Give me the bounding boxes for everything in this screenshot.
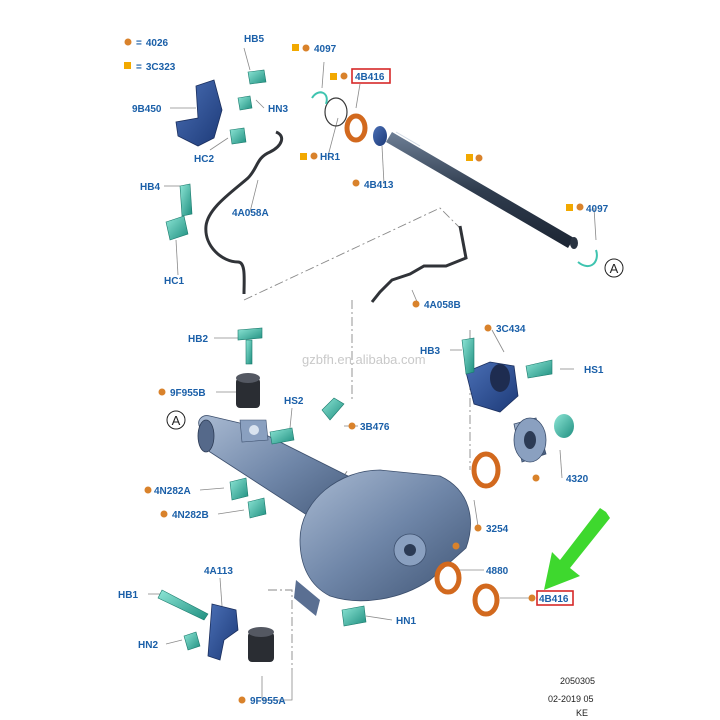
axle-housing <box>197 415 471 616</box>
label-4097-top: 4097 <box>314 44 337 55</box>
highlight-box-bottom <box>536 590 574 606</box>
label-9b450: 9B450 <box>132 104 162 115</box>
retaining-rings <box>311 91 598 268</box>
label-4n282b: 4N282B <box>172 510 209 521</box>
label-hb4: HB4 <box>140 182 160 193</box>
footer-code: 2050305 <box>560 676 595 686</box>
label-4a058a: 4A058A <box>232 208 269 219</box>
flange-4320 <box>513 414 574 463</box>
label-3b476: 3B476 <box>360 422 390 433</box>
label-hs1: HS1 <box>584 365 604 376</box>
bearing-4b413 <box>373 126 387 146</box>
part-markers <box>144 44 584 704</box>
label-hr1: HR1 <box>320 152 340 163</box>
label-hs2: HS2 <box>284 396 304 407</box>
label-hn2: HN2 <box>138 640 158 651</box>
label-hb2: HB2 <box>188 334 208 345</box>
half-shaft <box>386 131 578 249</box>
seals <box>344 113 501 617</box>
fasteners <box>157 69 553 651</box>
label-4b413: 4B413 <box>364 180 394 191</box>
label-4b416-top: 4B416 <box>355 72 385 83</box>
label-9f955a: 9F955A <box>250 696 286 707</box>
label-4a058b: 4A058B <box>424 300 461 311</box>
label-4b416-bottom: 4B416 <box>539 594 569 605</box>
vent-hose-a <box>204 130 284 295</box>
bushing-9f955b <box>236 373 260 408</box>
footer-suffix: KE <box>576 708 588 718</box>
label-4320: 4320 <box>566 474 589 485</box>
bracket-9b450 <box>175 79 223 147</box>
legend-square-icon <box>124 62 131 69</box>
svg-text:A: A <box>172 413 181 428</box>
legend-circle-icon <box>124 38 132 46</box>
label-4880: 4880 <box>486 566 509 577</box>
label-hn1: HN1 <box>396 616 416 627</box>
label-hb1: HB1 <box>118 590 138 601</box>
svg-text:A: A <box>610 261 619 276</box>
watermark: gzbfh.en.alibaba.com <box>302 352 426 367</box>
vent-hose-b <box>370 225 468 303</box>
footer: 2050305 02-2019 05 KE <box>548 676 595 718</box>
mount-3c434 <box>465 361 519 413</box>
bushing-9f955a <box>248 627 274 662</box>
highlight-box-top <box>351 68 391 84</box>
label-hc1: HC1 <box>164 276 184 287</box>
label-3c434: 3C434 <box>496 324 526 335</box>
label-9f955b: 9F955B <box>170 388 206 399</box>
footer-date: 02-2019 05 <box>548 694 594 704</box>
label-hb3: HB3 <box>420 346 440 357</box>
part-labels: HB5 9B450 HN3 HC2 HB4 4A058A HC1 4097 4B… <box>118 34 609 707</box>
legend-circle-text: =4026 <box>136 38 169 49</box>
label-3254: 3254 <box>486 524 509 535</box>
callout-a-top: A <box>604 258 624 278</box>
label-4a113: 4A113 <box>204 566 233 577</box>
label-4n282a: 4N282A <box>154 486 191 497</box>
green-arrow-icon <box>544 508 610 590</box>
legend: =4026 =3C323 <box>124 38 176 73</box>
callout-a-left: A <box>166 410 186 430</box>
label-4097-right: 4097 <box>586 204 609 215</box>
legend-square-text: =3C323 <box>136 62 176 73</box>
label-hb5: HB5 <box>244 34 264 45</box>
label-hn3: HN3 <box>268 104 288 115</box>
bracket-4a113 <box>207 603 239 661</box>
label-hc2: HC2 <box>194 154 214 165</box>
